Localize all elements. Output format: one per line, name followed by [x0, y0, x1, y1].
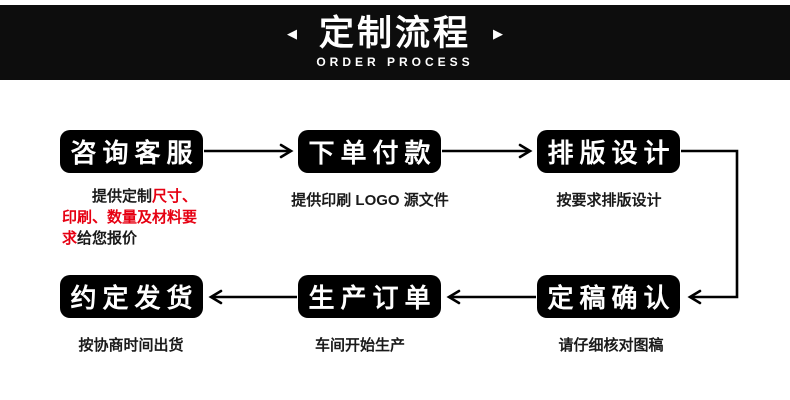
section-subtitle: ORDER PROCESS [316, 55, 474, 70]
caption-production-order: 车间开始生产 [314, 337, 406, 354]
caption-scheduled-shipping: 按协商时间出货 [78, 337, 184, 354]
caption-draft-confirm: 请仔细核对图稿 [558, 337, 664, 354]
step-box-scheduled-shipping: 约定发货 [60, 275, 203, 318]
step-box-production-order: 生产订单 [298, 275, 441, 318]
caption-order-payment: 提供印刷 LOGO 源文件 [291, 192, 449, 209]
section-header-banner: ◀ 定制流程 ▶ ORDER PROCESS [0, 5, 790, 80]
caption-consult-service: 提供定制尺寸、印刷、数量及材料要求给您报价 [62, 186, 200, 249]
caption-part-plain: 给您报价 [77, 230, 138, 247]
caption-layout-design: 按要求排版设计 [556, 192, 662, 209]
left-triangle-icon: ◀ [286, 26, 297, 42]
right-triangle-icon: ▶ [493, 26, 503, 42]
step-box-order-payment: 下单付款 [298, 130, 441, 173]
section-title: 定制流程 [318, 13, 471, 53]
step-box-draft-confirm: 定稿确认 [537, 275, 680, 318]
step-box-layout-design: 排版设计 [537, 130, 680, 173]
step-box-consult-service: 咨询客服 [60, 130, 203, 173]
arrow-step3-to-step4-elbow [681, 149, 739, 305]
banner-title-row: ◀ 定制流程 ▶ [286, 13, 503, 53]
caption-part-plain: 提供定制 [92, 188, 153, 205]
caption-part-highlight: 尺寸、印刷、数量及材料要求 [62, 188, 198, 247]
